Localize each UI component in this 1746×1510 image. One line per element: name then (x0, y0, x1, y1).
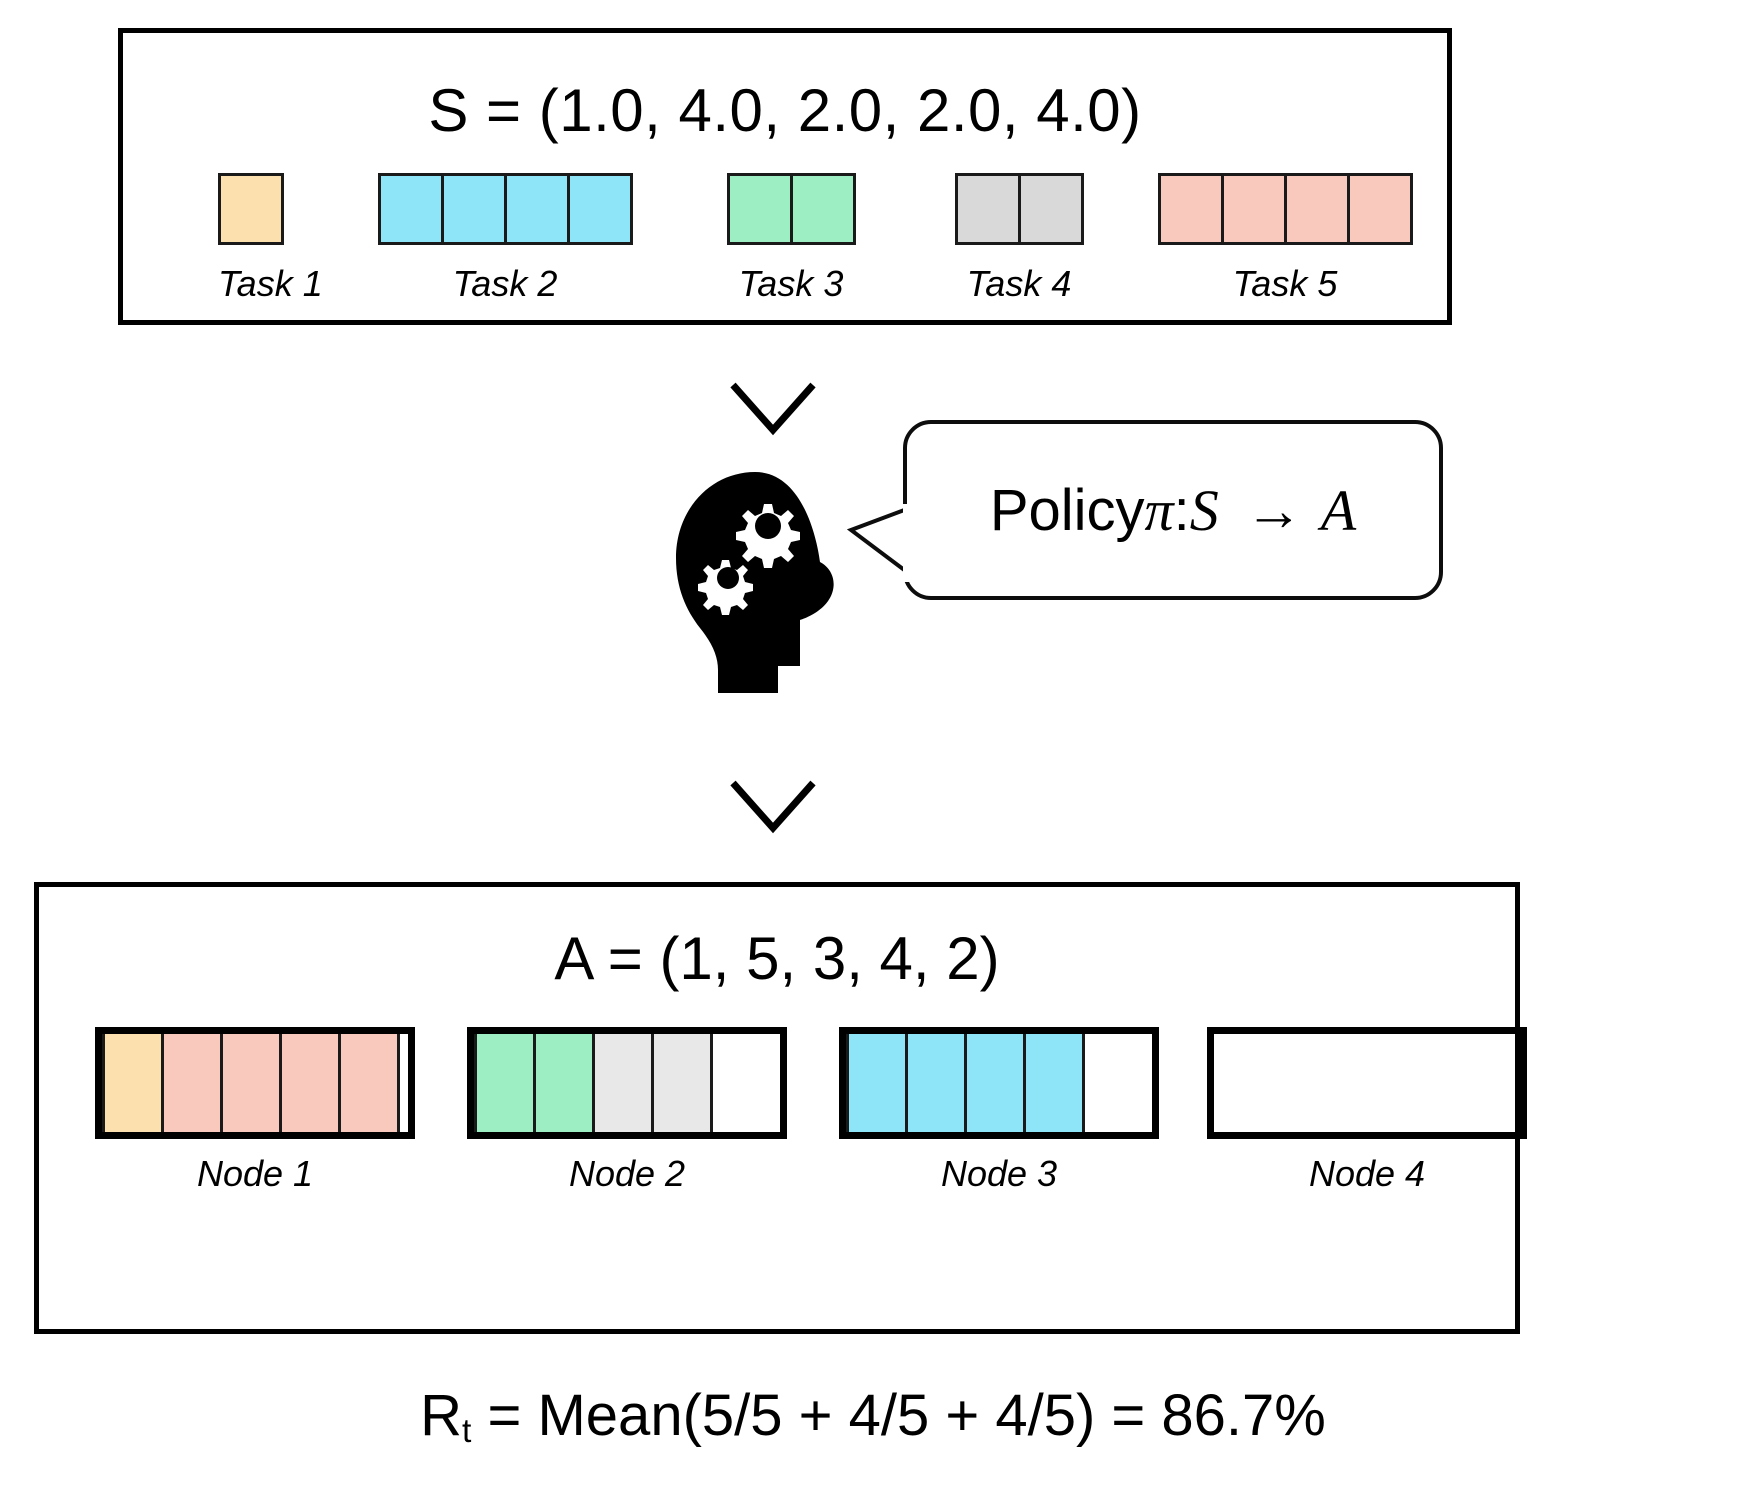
node-capacity-bracket (839, 1027, 1159, 1139)
policy-action-symbol: A (1320, 477, 1357, 543)
task-group-3: Task 3 (725, 173, 857, 305)
node-cell (338, 1034, 400, 1132)
task-cell (1346, 173, 1413, 245)
brain-head-gears-icon (660, 470, 875, 695)
node-group-3: Node 3 (839, 1027, 1159, 1194)
task-cell (377, 173, 444, 245)
task-cell (503, 173, 570, 245)
task-group-1: Task 1 (218, 173, 323, 305)
task-cell (1220, 173, 1287, 245)
node-row: Node 1 Node 2 Node 3 Node 4 (39, 1027, 1527, 1277)
node-cell (846, 1034, 908, 1132)
node-cell (102, 1034, 164, 1132)
task-label-2: Task 2 (452, 263, 558, 304)
node-cell (592, 1034, 654, 1132)
node-cell (964, 1034, 1026, 1132)
reward-subscript: t (462, 1413, 472, 1451)
policy-text: Policy π: S → A (907, 424, 1439, 596)
task-group-5: Task 5 (1153, 173, 1417, 305)
task-cell (1157, 173, 1224, 245)
reward-formula: Rt = Mean(5/5 + 4/5 + 4/5) = 86.7% (0, 1382, 1746, 1451)
node-cell (161, 1034, 223, 1132)
task-cells (373, 173, 637, 245)
node-cells (474, 1034, 713, 1132)
policy-speech-bubble: Policy π: S → A (903, 420, 1443, 600)
task-cell (1017, 173, 1084, 245)
node-label-4: Node 4 (1308, 1153, 1426, 1194)
policy-prefix: Policy (989, 477, 1145, 543)
task-cells (1153, 173, 1417, 245)
chevron-down-icon-bottom (728, 778, 818, 834)
node-group-1: Node 1 (95, 1027, 415, 1194)
task-cell (954, 173, 1021, 245)
task-cell (566, 173, 633, 245)
action-vector-title: A = (1, 5, 3, 4, 2) (554, 925, 1000, 992)
task-cell (218, 173, 284, 245)
task-group-4: Task 4 (953, 173, 1085, 305)
node-group-4: Node 4 (1207, 1027, 1527, 1194)
policy-colon: : (1173, 477, 1190, 543)
task-label-1: Task 1 (218, 263, 323, 304)
node-cell (905, 1034, 967, 1132)
node-group-2: Node 2 (467, 1027, 787, 1194)
node-cell (533, 1034, 595, 1132)
task-label-4: Task 4 (966, 263, 1072, 304)
task-cells (218, 173, 284, 245)
node-cells (846, 1034, 1085, 1132)
task-cells (725, 173, 857, 245)
reward-expression: = Mean(5/5 + 4/5 + 4/5) = 86.7% (471, 1383, 1326, 1448)
node-cell (279, 1034, 341, 1132)
policy-state-symbol: S (1189, 477, 1219, 543)
node-label-2: Node 2 (568, 1153, 686, 1194)
task-cell (726, 173, 793, 245)
task-cell (1283, 173, 1350, 245)
node-cells (102, 1034, 400, 1132)
node-capacity-bracket (467, 1027, 787, 1139)
policy-pi-symbol: π (1144, 477, 1174, 543)
node-label-3: Node 3 (940, 1153, 1058, 1194)
policy-arrow-symbol: → (1244, 477, 1303, 543)
task-label-5: Task 5 (1232, 263, 1338, 304)
reward-label: R (420, 1383, 463, 1448)
chevron-down-icon-top (728, 380, 818, 436)
task-cells (953, 173, 1085, 245)
node-cell (220, 1034, 282, 1132)
node-capacity-bracket (1207, 1027, 1527, 1139)
task-label-3: Task 3 (738, 263, 844, 304)
task-group-2: Task 2 (373, 173, 637, 305)
node-cell (474, 1034, 536, 1132)
node-label-1: Node 1 (196, 1153, 314, 1194)
node-capacity-bracket (95, 1027, 415, 1139)
state-vector-title: S = (1.0, 4.0, 2.0, 2.0, 4.0) (428, 77, 1142, 144)
task-cell (440, 173, 507, 245)
task-row: Task 1 Task 2 Task 3 Task 4 Task 5 (163, 173, 1417, 313)
node-cell (1023, 1034, 1085, 1132)
task-cell (789, 173, 856, 245)
node-cell (651, 1034, 713, 1132)
speech-bubble-tail (845, 500, 917, 596)
